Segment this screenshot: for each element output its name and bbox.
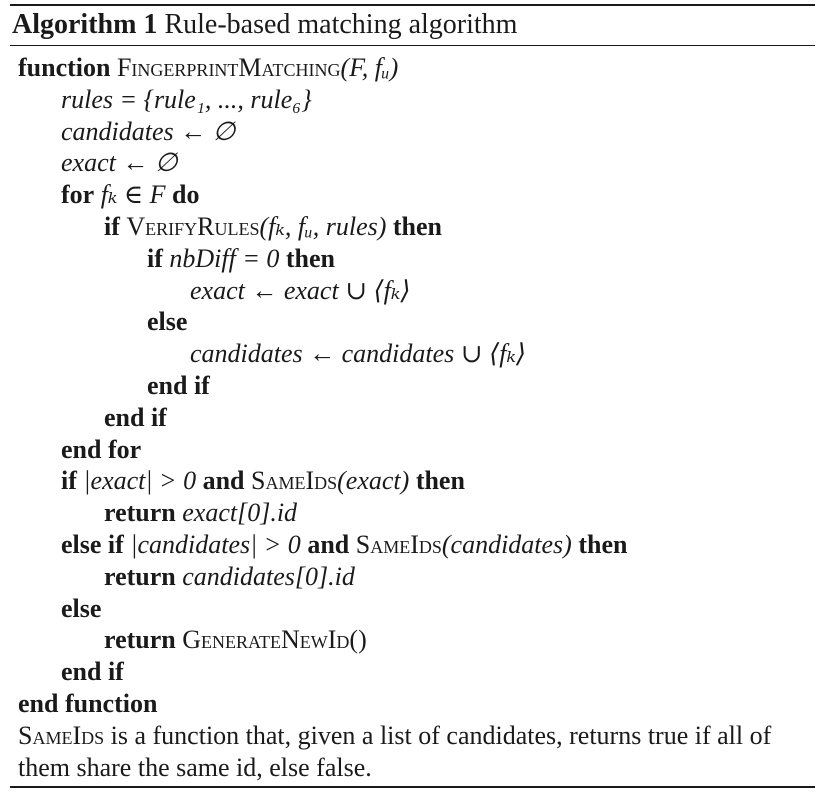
line-end-if-verify: end if xyxy=(104,402,167,432)
line-end-if-inner: end if xyxy=(147,370,210,400)
nbdiff-expr: nbDiff = 0 xyxy=(169,243,280,273)
algorithm-body: function FingerprintMatching(F, fᵤ) rule… xyxy=(18,52,808,784)
keyword-then: then xyxy=(392,211,443,241)
line-if-nbdiff: if nbDiff = 0 then xyxy=(18,243,808,275)
line-candidates-union: candidates ← candidates ∪ ⟨fₖ⟩ xyxy=(190,339,527,369)
same-ids-args: (candidates) xyxy=(441,529,572,559)
keyword-return: return xyxy=(104,561,176,591)
line-else-outer: else xyxy=(61,593,102,623)
note-text: is a function that, given a list of cand… xyxy=(18,720,772,782)
keyword-if: if xyxy=(147,243,163,273)
line-candidates-init: candidates ← ∅ xyxy=(61,116,236,146)
line-else-inner: else xyxy=(147,307,188,337)
keyword-function: function xyxy=(18,53,111,82)
function-name: FingerprintMatching xyxy=(116,53,341,82)
caption-label: Algorithm 1 xyxy=(12,9,158,40)
keyword-then: then xyxy=(415,466,465,496)
line-function-header: function FingerprintMatching(F, fᵤ) xyxy=(18,52,808,84)
line-return-candidates: return candidates[0].id xyxy=(18,561,808,593)
keyword-then: then xyxy=(285,243,336,273)
for-expr: fₖ ∈ F xyxy=(100,180,166,210)
caption-rule xyxy=(10,45,815,46)
note-same-ids-name: SameIds xyxy=(18,720,105,750)
algorithm-note: SameIds is a function that, given a list… xyxy=(18,720,808,784)
line-end-function: end function xyxy=(18,688,158,718)
verify-rules-name: VerifyRules xyxy=(126,211,260,241)
line-return-exact: return exact[0].id xyxy=(18,497,808,529)
keyword-else-if: else if xyxy=(61,529,124,559)
line-return-new-id: return GenerateNewId() xyxy=(18,624,808,656)
top-rule xyxy=(10,4,815,6)
same-ids-args: (exact) xyxy=(337,466,410,496)
same-ids-name: SameIds xyxy=(355,529,442,559)
line-if-verify: if VerifyRules(fₖ, fᵤ, rules) then xyxy=(18,211,808,243)
algorithm-caption: Algorithm 1 Rule-based matching algorith… xyxy=(12,8,517,42)
line-end-if-outer: end if xyxy=(61,657,124,687)
exact-size-expr: |exact| > 0 xyxy=(83,466,197,496)
line-else-if-candidates: else if |candidates| > 0 and SameIds(can… xyxy=(18,529,808,561)
line-exact-union: exact ← exact ∪ ⟨fₖ⟩ xyxy=(190,275,411,305)
keyword-and: and xyxy=(202,466,245,496)
line-for: for fₖ ∈ F do xyxy=(18,179,808,211)
keyword-for: for xyxy=(61,180,95,210)
keyword-do: do xyxy=(172,180,200,210)
keyword-return: return xyxy=(104,625,176,655)
caption-title: Rule-based matching algorithm xyxy=(164,9,518,40)
keyword-and: and xyxy=(307,529,350,559)
candidates-size-expr: |candidates| > 0 xyxy=(130,529,301,559)
keyword-then: then xyxy=(578,529,628,559)
generate-new-id-args: () xyxy=(349,625,367,655)
verify-rules-args: (fₖ, fᵤ, rules) xyxy=(259,211,387,241)
function-args: (F, fᵤ) xyxy=(340,53,399,82)
return-candidates-expr: candidates[0].id xyxy=(182,561,355,591)
keyword-if: if xyxy=(104,211,120,241)
keyword-if: if xyxy=(61,466,77,496)
return-exact-expr: exact[0].id xyxy=(182,498,298,528)
same-ids-name: SameIds xyxy=(251,466,338,496)
line-if-exact: if |exact| > 0 and SameIds(exact) then xyxy=(18,465,808,497)
line-end-for: end for xyxy=(61,434,142,464)
line-exact-init: exact ← ∅ xyxy=(61,148,178,178)
keyword-return: return xyxy=(104,498,176,528)
line-rules: rules = {rule₁, ..., rule₆} xyxy=(61,84,312,114)
bottom-rule xyxy=(10,786,815,788)
generate-new-id-name: GenerateNewId xyxy=(182,625,350,655)
